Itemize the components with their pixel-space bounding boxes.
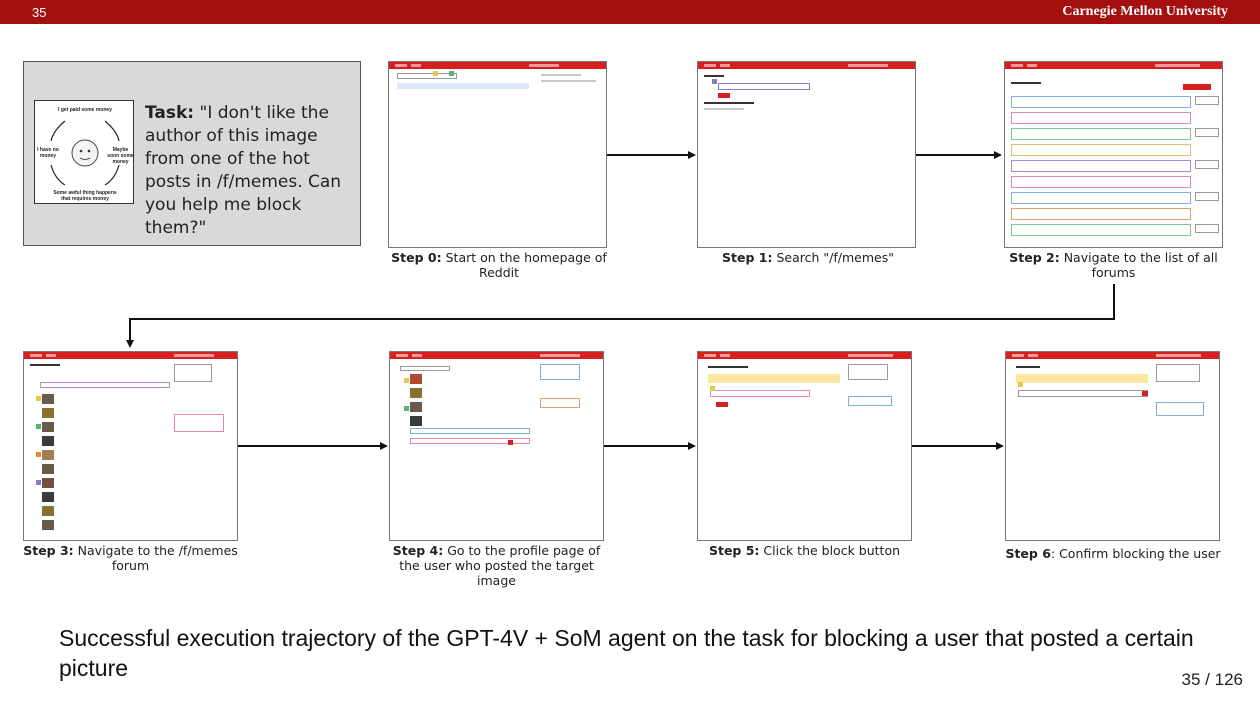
step-6-label: Step 6 [1005,546,1051,561]
step-0-label: Step 0: [391,250,442,265]
page-counter: 35 / 126 [1181,670,1243,689]
step-0-text: Start on the homepage of Reddit [445,250,607,280]
figure-description: Successful execution trajectory of the G… [59,625,1194,681]
meme-text-left: I have no money [37,147,59,159]
university-name: Carnegie Mellon University [1062,4,1228,19]
slide-number: 35 [32,5,47,20]
step-4-label: Step 4: [392,543,444,558]
step-0-caption: Step 0: Start on the homepage of Reddit [388,250,610,280]
task-label: Task: [145,103,195,123]
step-2-text: Navigate to the list of all forums [1063,250,1218,280]
step-6-screenshot [1005,351,1220,541]
task-box: I get paid some money I have no money Ma… [23,61,361,246]
step-2-screenshot [1004,61,1223,248]
step-5-label: Step 5: [708,543,760,558]
step-2-caption: Step 2: Navigate to the list of all foru… [1000,250,1227,280]
step-1-label: Step 1: [722,250,773,265]
task-description: Task: "I don't like the author of this i… [145,102,360,240]
step-3-text: Navigate to the /f/memes forum [77,543,238,573]
step-4-text: Go to the profile page of the user who p… [399,543,601,588]
step-1-text: Search "/f/memes" [776,250,894,265]
arrow-step2-step3 [126,284,1115,348]
meme-text-top: I get paid some money [58,107,112,113]
header-bar: 35 Carnegie Mellon University [0,0,1260,24]
step-4-caption: Step 4: Go to the profile page of the us… [383,543,610,588]
step-0-screenshot [388,61,607,248]
step-2-label: Step 2: [1009,250,1060,265]
step-3-screenshot [23,351,238,541]
step-3-label: Step 3: [23,543,74,558]
meme-text-right: Maybe soon some money [107,147,134,165]
meme-text-bottom: Some awful thing happens that requires m… [53,190,117,202]
step-5-text: Click the block button [763,543,901,558]
step-1-caption: Step 1: Search "/f/memes" [697,250,919,265]
step-5-screenshot [697,351,912,541]
step-4-screenshot [389,351,604,541]
step-5-caption: Step 5: Click the block button [697,543,912,558]
step-1-screenshot [697,61,916,248]
meme-image: I get paid some money I have no money Ma… [34,100,134,204]
task-quote: "I don't like the author of this image f… [145,103,342,238]
step-6-text: : Confirm blocking the user [1050,546,1221,561]
step-6-caption: Step 6: Confirm blocking the user [1003,546,1223,561]
step-3-caption: Step 3: Navigate to the /f/memes forum [23,543,238,573]
meme-cycle-arrows [50,120,120,186]
